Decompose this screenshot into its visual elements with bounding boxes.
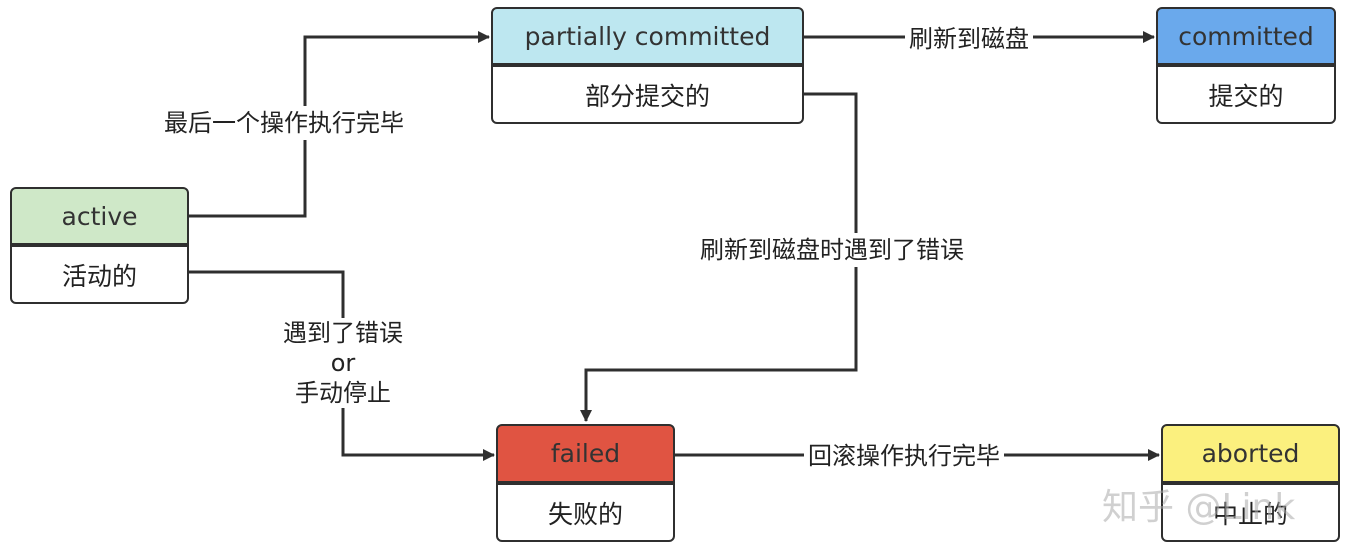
label-failed-to-aborted: 回滚操作执行完毕: [804, 441, 1004, 471]
label-active-to-partial: 最后一个操作执行完毕: [162, 106, 406, 140]
state-partially-committed-label: 部分提交的: [491, 65, 804, 124]
state-committed-label: 提交的: [1156, 65, 1336, 124]
label-active-to-failed-line1: 遇到了错误: [283, 319, 403, 347]
state-partially-committed-name: partially committed: [491, 7, 804, 65]
state-committed-name: committed: [1156, 7, 1336, 65]
label-partial-to-failed: 刷新到磁盘时遇到了错误: [697, 233, 967, 267]
label-active-to-failed: 遇到了错误 or 手动停止: [271, 318, 415, 408]
label-active-to-failed-line2: or: [330, 349, 356, 377]
arrow-partial-to-failed: [580, 92, 858, 422]
state-failed-name: failed: [496, 424, 675, 483]
label-partial-to-committed: 刷新到磁盘: [905, 24, 1033, 54]
state-active-label: 活动的: [10, 245, 189, 304]
state-aborted-name: aborted: [1161, 424, 1340, 483]
state-active-name: active: [10, 187, 189, 245]
watermark: 知乎 @Link: [1102, 487, 1296, 528]
state-failed-label: 失败的: [496, 483, 675, 542]
state-aborted-label: 中止的: [1161, 483, 1340, 542]
label-active-to-failed-line3: 手动停止: [295, 379, 391, 407]
